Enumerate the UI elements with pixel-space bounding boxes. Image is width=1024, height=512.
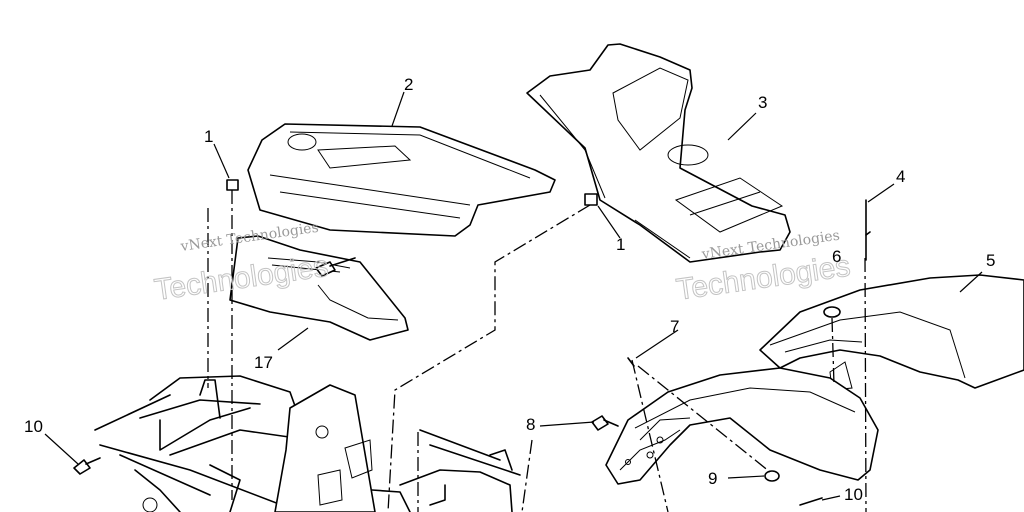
callout-1-left: 1 bbox=[204, 127, 213, 146]
callout-9: 9 bbox=[708, 469, 717, 488]
callout-1-right: 1 bbox=[616, 235, 625, 254]
callout-10-right: 10 bbox=[844, 485, 863, 504]
callout-10-left: 10 bbox=[24, 417, 43, 436]
part-5-rear-fender bbox=[759, 274, 1024, 391]
callout-2: 2 bbox=[404, 75, 413, 94]
callout-6: 6 bbox=[832, 247, 841, 266]
callout-3: 3 bbox=[758, 93, 767, 112]
assembly-lines bbox=[207, 190, 867, 512]
part-2-front-panel bbox=[247, 123, 556, 237]
callout-4: 4 bbox=[896, 167, 905, 186]
front-fender bbox=[605, 367, 879, 485]
callout-17: 17 bbox=[254, 353, 273, 372]
callout-7: 7 bbox=[670, 317, 679, 336]
callout-5: 5 bbox=[986, 251, 995, 270]
vehicle-frame bbox=[94, 375, 521, 512]
callout-8: 8 bbox=[526, 415, 535, 434]
part-3-rear-console bbox=[526, 43, 791, 263]
leader-lines bbox=[44, 91, 983, 501]
callout-labels: 1 2 3 4 5 6 7 8 9 10 10 17 1 bbox=[24, 75, 995, 504]
